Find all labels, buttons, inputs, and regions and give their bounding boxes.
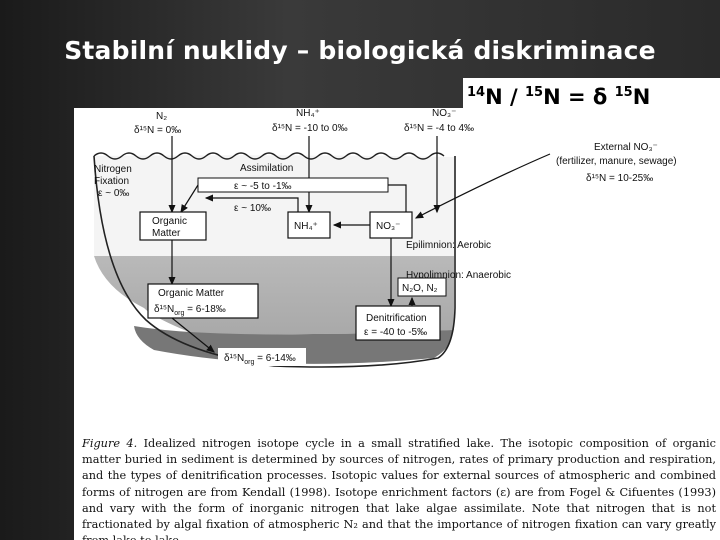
sediment-label: δ¹⁵Norg = 6-14‰ [224,353,296,366]
assimilation-box [197,177,389,193]
subtitle-part-2: N / [485,85,525,109]
source-no3-name: NO₃⁻ [432,108,456,119]
organic-matter-box-line2: Matter [152,228,181,239]
nitrogen-cycle-diagram: N₂ δ¹⁵N = 0‰ NH₄⁺ δ¹⁵N = -10 to 0‰ NO₃⁻ … [93,108,677,368]
organic-matter-box [139,211,207,241]
organic-matter-lower-line2: δ¹⁵Norg = 6-18‰ [154,304,226,317]
subtitle-sup-1: 14 [467,85,486,100]
figure-panel: N₂ δ¹⁵N = 0‰ NH₄⁺ δ¹⁵N = -10 to 0‰ NO₃⁻ … [74,108,720,540]
no3-box-label: NO₃⁻ [376,221,400,232]
assimilation-line-no3 [388,184,407,212]
caption-label: Figure 4. [82,437,138,450]
nitrogen-fixation-line1: Nitrogen [94,164,132,175]
sediment-delta: δ¹⁵N [224,353,244,364]
assimilation-epsilon-1: ε ~ -5 to -1‰ [234,181,292,192]
denitrification-box [355,305,441,341]
assimilation-label: Assimilation [240,163,293,174]
water-surface [93,152,445,160]
organic-matter-lower-sub: org [174,310,184,317]
slide-title: Stabilní nuklidy – biologická diskrimina… [64,36,656,65]
denitrification-line2: ε = -40 to -5‰ [364,327,427,338]
subtitle-part-6: N [632,85,651,109]
sediment-label-box [218,348,306,366]
organic-matter-box-line1: Organic [152,216,187,227]
subtitle-part-4: N = δ [543,85,615,109]
source-nh4-value: δ¹⁵N = -10 to 0‰ [272,123,348,134]
subtitle-sup-5: 15 [614,85,633,100]
slide-subtitle: 14N / 15N = δ 15N [463,78,720,109]
source-nh4-name: NH₄⁺ [296,108,320,119]
denitrification-line1: Denitrification [366,313,427,324]
caption-text: Idealized nitrogen isotope cycle in a sm… [82,437,716,540]
sediment-sub: org [244,359,254,366]
figure-caption: Figure 4. Idealized nitrogen isotope cyc… [82,436,716,540]
external-no3-line2: (fertilizer, manure, sewage) [556,156,677,167]
subtitle-sup-3: 15 [524,85,544,100]
nh4-box-label: NH₄⁺ [294,221,318,232]
no3-box [369,211,413,239]
epilimnion-label: Epilimnion: Aerobic [406,240,491,251]
organic-matter-lower-delta: δ¹⁵N [154,304,174,315]
organic-matter-lower-rest: = 6-18‰ [184,304,225,315]
nitrogen-fixation-epsilon: ε ~ 0‰ [98,188,129,199]
external-no3-line1: External NO₃⁻ [594,142,658,153]
source-n2-name: N₂ [156,111,167,122]
nh4-box [287,211,331,239]
sediment-rest: = 6-14‰ [254,353,295,364]
nitrogen-fixation-line2: Fixation [94,176,129,187]
arrow-external-no3 [414,153,551,219]
assimilation-epsilon-2: ε ~ 10‰ [234,203,271,214]
source-no3-value: δ¹⁵N = -4 to 4‰ [404,123,474,134]
n2o-n2-box [397,277,447,297]
arrow-assimilation-to-organic [180,184,199,214]
arrow-to-sediment [171,317,215,353]
organic-matter-lower-line1: Organic Matter [158,288,225,299]
hypolimnion-label: Hypolimnion: Anaerobic [406,270,511,281]
organic-matter-lower-box [147,283,259,319]
source-n2-value: δ¹⁵N = 0‰ [134,125,181,136]
arrow-nh4-assimilation [204,194,299,212]
external-no3-line3: δ¹⁵N = 10-25‰ [586,173,653,184]
n2o-n2-label: N₂O, N₂ [402,283,438,294]
